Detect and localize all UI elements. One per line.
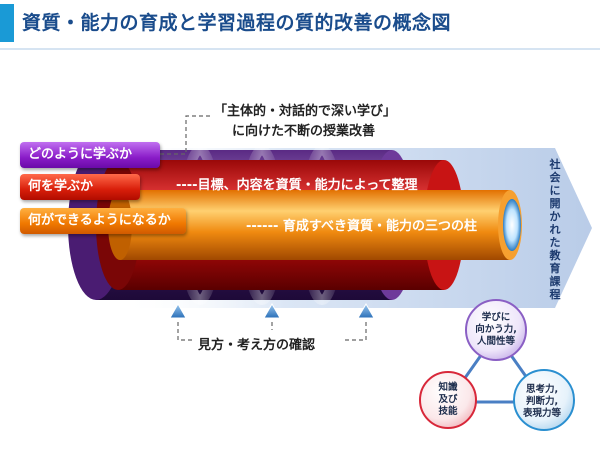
- description-three-pillars: ------ 育成すべき資質・能力の三つの柱: [246, 219, 477, 234]
- title-bar: 資質・能力の育成と学習過程の質的改善の概念図: [0, 0, 600, 52]
- perspective-markers: [169, 302, 375, 341]
- pillar-knowledge-label: 知識 及び 技能: [438, 382, 458, 417]
- triangle-marker-icon: [263, 302, 281, 319]
- perspective-check-label: 見方・考え方の確認: [198, 338, 316, 353]
- pillar-knowledge-circle: [419, 371, 477, 429]
- three-pillars-cycle: [419, 299, 575, 431]
- side-label-open-curriculum: 社会に開かれた教育課程: [549, 158, 561, 301]
- callout-deep-learning: 「主体的・対話的で深い学び」: [214, 104, 397, 119]
- tag-how-to-learn: どのように学ぶか: [20, 142, 160, 168]
- pillar-motivation-circle: [465, 299, 527, 361]
- page-title: 資質・能力の育成と学習過程の質的改善の概念図: [22, 12, 452, 34]
- inner-tube-what-can-do: [108, 190, 522, 260]
- title-accent-bar: [0, 4, 14, 42]
- callout-leader-line: [160, 115, 210, 155]
- description-content-organization: ----目標、内容を資質・能力によって整理: [176, 178, 418, 193]
- pillar-motivation-label: 学びに 向かう力, 人間性等: [475, 312, 517, 347]
- pillar-thinking-label: 思考力, 判断力, 表現力等: [522, 384, 561, 419]
- title-divider: [0, 48, 600, 50]
- tag-what-can-do: 何ができるようになるか: [20, 208, 186, 234]
- core-end-icon: [503, 199, 521, 251]
- triangle-marker-icon: [169, 302, 187, 319]
- pillar-thinking-circle: [513, 369, 575, 431]
- tag-what-to-learn: 何を学ぶか: [20, 174, 140, 200]
- triangle-marker-icon: [357, 302, 375, 319]
- callout-lesson-improvement: に向けた不断の授業改善: [232, 124, 376, 139]
